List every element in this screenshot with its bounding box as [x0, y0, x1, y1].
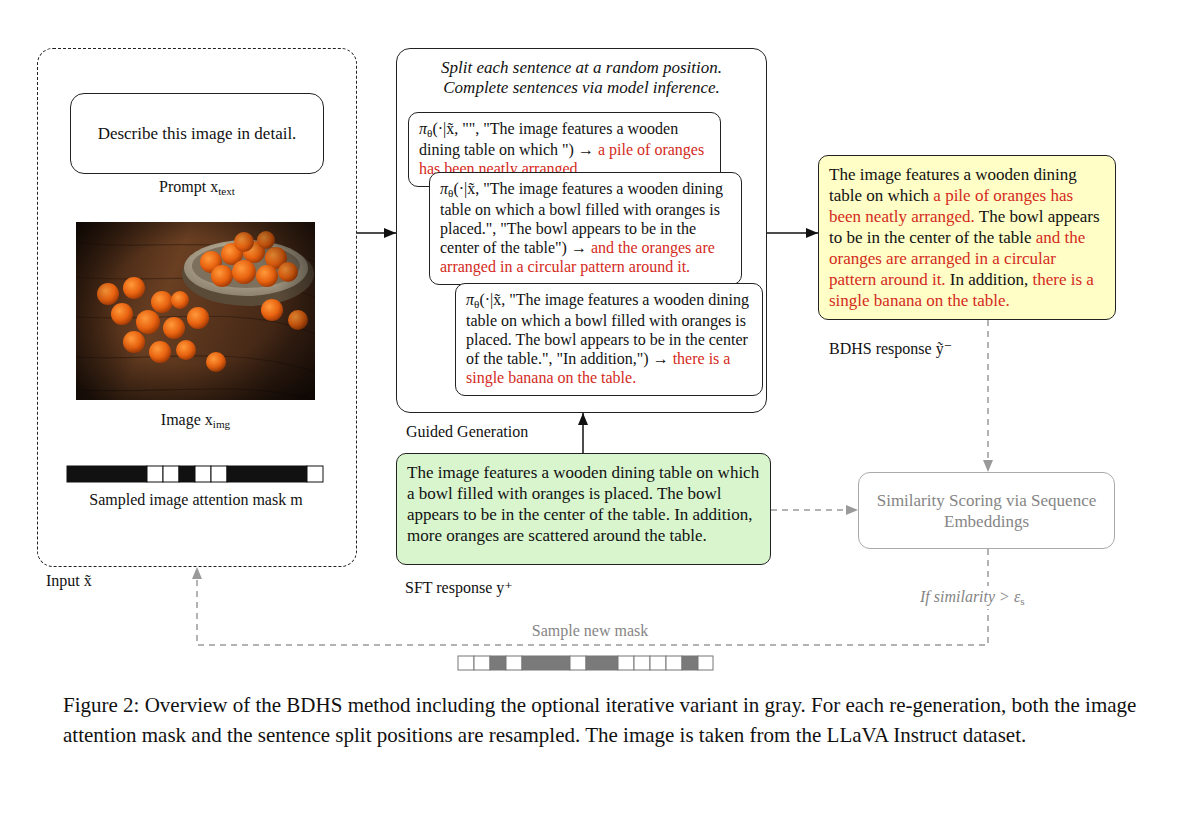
node-text: The image features a wooden dining table…	[407, 462, 760, 546]
input-group: Input x̃Describe this image in detail.Pr…	[37, 48, 357, 567]
attention-mask	[67, 466, 323, 482]
similarity-box: Similarity Scoring via Sequence Embeddin…	[858, 472, 1115, 549]
node-heading: SFT response y⁺	[405, 578, 513, 597]
edge-label-text: Sample new mask	[532, 622, 648, 639]
caption-text: Figure 2: Overview of the BDHS method in…	[63, 693, 1136, 747]
node-heading: Guided Generation	[406, 422, 528, 441]
inference-box: πθ(·|x̃, "The image features a wooden di…	[455, 283, 763, 396]
node-body-text: Similarity Scoring via Sequence Embeddin…	[877, 491, 1097, 531]
node-body-text: The image features a wooden dining table…	[407, 463, 759, 545]
node-text: Split each sentence at a random position…	[411, 58, 752, 98]
inference-box: πθ(·|x̃, "The image features a wooden di…	[429, 172, 742, 285]
figure-caption: Figure 2: Overview of the BDHS method in…	[63, 690, 1138, 750]
node-body-text: π	[466, 291, 474, 308]
node-heading-text: text	[218, 185, 235, 197]
node-text: The image features a wooden dining table…	[829, 164, 1105, 311]
node-heading: Input x̃	[46, 571, 92, 590]
prompt-box: Describe this image in detail.Prompt xte…	[70, 93, 324, 174]
arrow-connector	[771, 509, 858, 511]
arrow-connector	[987, 320, 989, 472]
label-text: If similarity > ε	[920, 588, 1020, 605]
node-heading: Prompt xtext	[71, 177, 323, 198]
node-text: πθ(·|x̃, "The image features a wooden di…	[466, 290, 752, 387]
image-caption: Image ximg	[76, 410, 315, 431]
node-body-text: θ	[427, 127, 432, 139]
node-heading-text: Prompt x	[159, 178, 218, 195]
node-heading: BDHS response ỹ⁻	[829, 339, 952, 358]
new-attention-mask	[458, 656, 713, 670]
node-heading-text: SFT response y⁺	[405, 579, 513, 596]
oranges-photo	[76, 222, 315, 400]
label-text: Image x	[161, 411, 213, 428]
node-body-text: Split each sentence at a random position…	[441, 58, 722, 97]
bdhs-response-box: The image features a wooden dining table…	[818, 155, 1116, 320]
node-body-text: In addition,	[950, 270, 1028, 289]
label-text: s	[1020, 595, 1024, 607]
mask-caption: Sampled image attention mask m	[52, 490, 340, 509]
node-heading-text: Input x̃	[46, 572, 92, 589]
node-text: πθ(·|x̃, "", "The image features a woode…	[419, 119, 710, 178]
arrow-connector	[767, 232, 818, 234]
node-heading-text: Guided Generation	[406, 423, 528, 440]
guided-generation-box: Split each sentence at a random position…	[396, 48, 767, 413]
node-body-text: π	[419, 120, 427, 137]
label-text: Sampled image attention mask m	[89, 491, 302, 508]
node-text: Similarity Scoring via Sequence Embeddin…	[871, 490, 1102, 532]
node-heading-text: BDHS response ỹ⁻	[829, 340, 952, 357]
node-text: πθ(·|x̃, "The image features a wooden di…	[440, 179, 731, 276]
arrow-connector	[357, 232, 396, 234]
edge-label: Sample new mask	[529, 621, 651, 640]
sft-response-box: The image features a wooden dining table…	[396, 453, 771, 565]
node-body-text: θ	[448, 187, 453, 199]
node-body-text: θ	[474, 298, 479, 310]
label-text: img	[213, 418, 230, 430]
condition-label: If similarity > εs	[916, 586, 1029, 609]
node-body-text: Describe this image in detail.	[98, 124, 297, 143]
arrow-connector	[582, 413, 584, 453]
node-text: Describe this image in detail.	[98, 123, 297, 144]
node-body-text: π	[440, 180, 448, 197]
